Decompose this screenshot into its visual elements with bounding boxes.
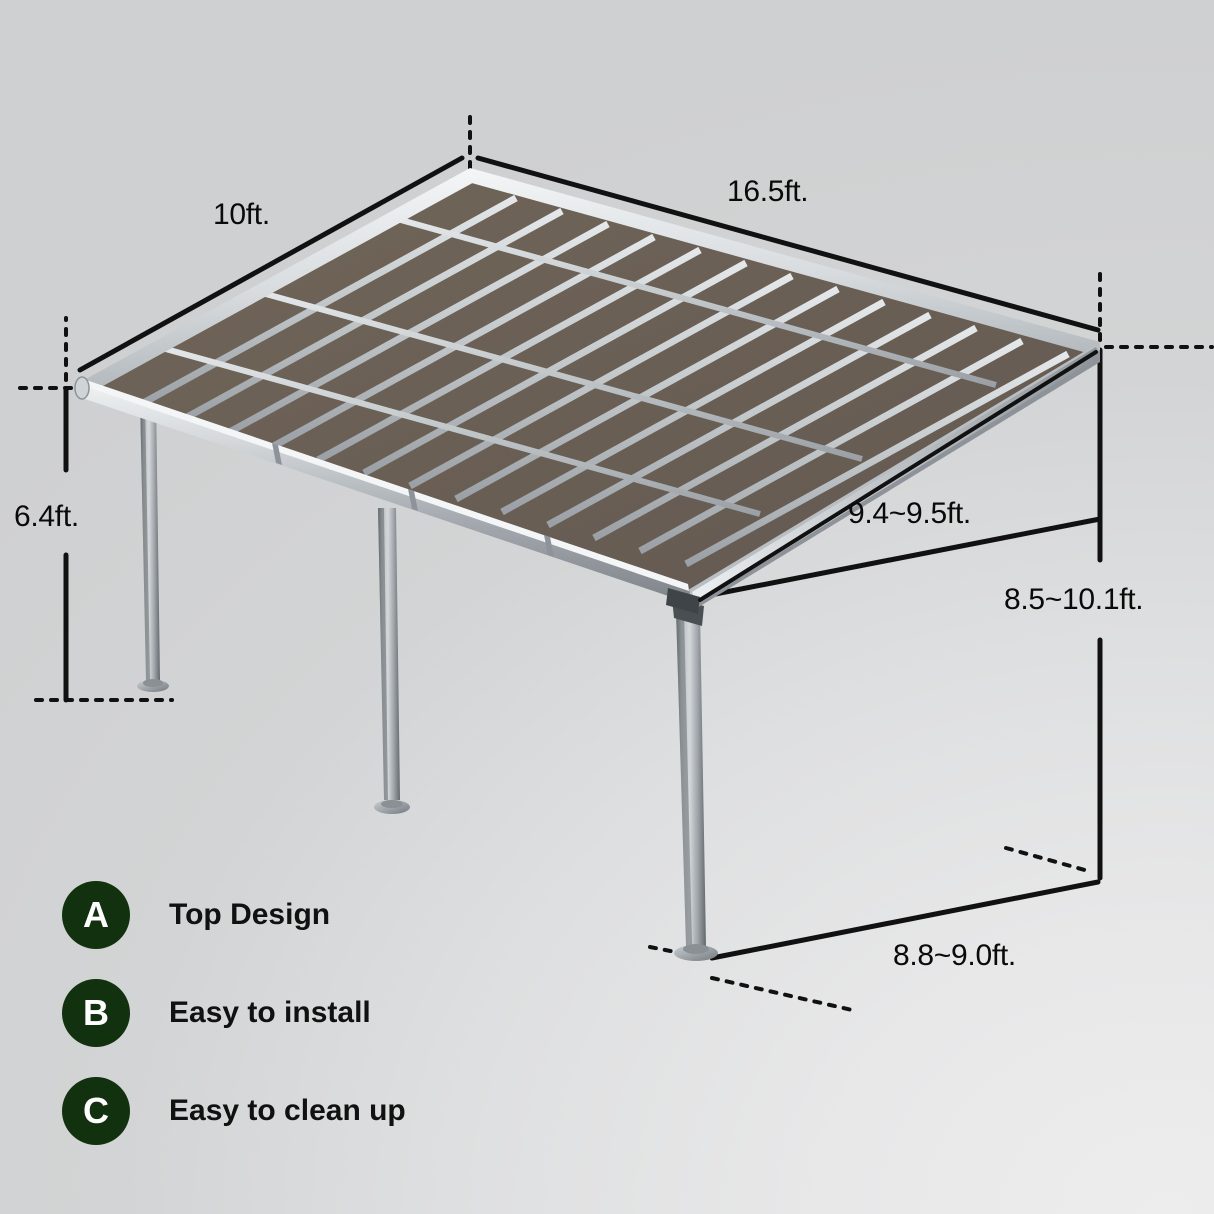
support-posts: [137, 398, 718, 961]
legend-label-b: Easy to install: [169, 996, 371, 1029]
legend-label-a: Top Design: [169, 898, 331, 931]
legend-item-a: A Top Design: [62, 866, 582, 964]
dimension-label-front-post-height: 6.4ft.: [14, 500, 79, 533]
feature-legend: A Top Design B Easy to install C Easy to…: [62, 866, 582, 1160]
front-gutter-beam: [74, 376, 692, 604]
legend-badge-a: A: [62, 881, 130, 949]
dimension-label-base-span: 8.8~9.0ft.: [893, 939, 1016, 972]
edge-outline: [698, 350, 1098, 602]
legend-item-c: C Easy to clean up: [62, 1062, 582, 1160]
post-middle: [374, 508, 410, 814]
legend-label-c: Easy to clean up: [169, 1094, 406, 1127]
legend-badge-b: B: [62, 979, 130, 1047]
corner-bracket: [666, 588, 700, 614]
legend-item-b: B Easy to install: [62, 964, 582, 1062]
dimension-label-depth: 10ft.: [213, 198, 270, 231]
dimension-label-rear-height: 8.5~10.1ft.: [1004, 583, 1144, 616]
post-right: [672, 598, 718, 961]
roof-rafters: [132, 194, 1070, 568]
post-left: [137, 398, 169, 692]
legend-badge-c: C: [62, 1077, 130, 1145]
dimension-label-width: 16.5ft.: [727, 175, 809, 208]
dimension-label-side-span: 9.4~9.5ft.: [848, 497, 971, 530]
